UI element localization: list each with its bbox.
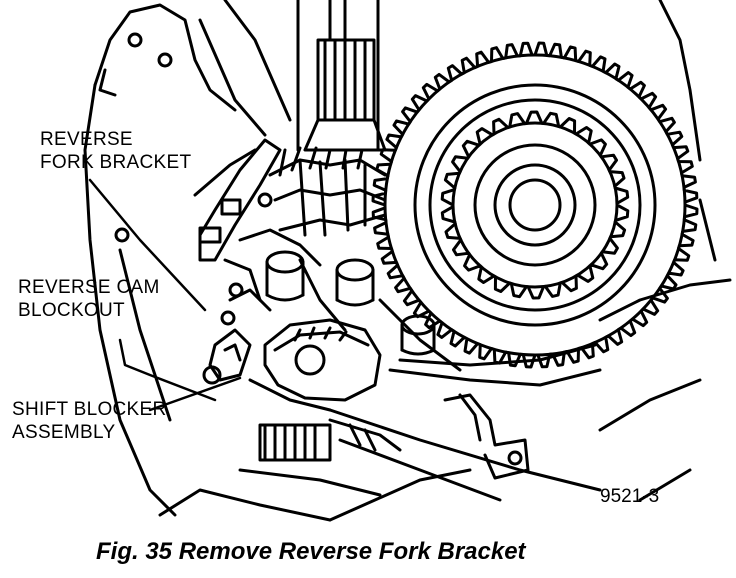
large-gear [371,41,699,369]
figure-caption: Fig. 35 Remove Reverse Fork Bracket [96,538,526,565]
label-shift-blocker-assembly: SHIFT BLOCKER ASSEMBLY [12,398,167,444]
label-shift-blocker-assembly-line1: SHIFT BLOCKER [12,399,167,420]
label-shift-blocker-assembly-line2: ASSEMBLY [12,422,116,443]
countershaft-gears [268,146,387,237]
figure-code: 9521-3 [600,486,660,507]
label-reverse-cam-blockout-line2: BLOCKOUT [18,300,125,321]
transmission-housing [83,0,732,522]
leader-lines [88,178,242,412]
label-reverse-cam-blockout-line1: REVERSE CAM [18,277,160,298]
shift-fork [443,393,530,480]
bosses [220,250,436,356]
label-reverse-fork-bracket-line2: FORK BRACKET [40,152,192,173]
label-reverse-cam-blockout: REVERSE CAM BLOCKOUT [18,276,160,322]
shift-blocker-assembly [202,318,402,462]
main-shaft [296,0,387,152]
shift-rails [238,258,602,502]
label-reverse-fork-bracket-line1: REVERSE [40,129,133,150]
label-reverse-fork-bracket: REVERSE FORK BRACKET [40,128,191,174]
reverse-fork-bracket [193,138,322,312]
